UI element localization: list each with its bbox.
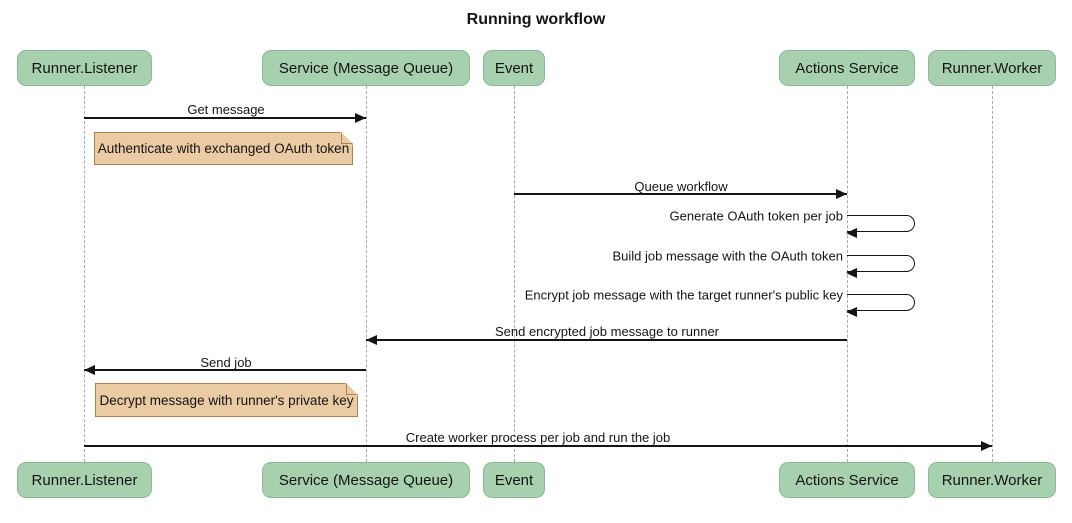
note-decrypt-private-key: Decrypt message with runner's private ke… — [95, 382, 359, 417]
actor-event-bottom: Event — [483, 462, 545, 498]
arrow-send-job — [84, 369, 366, 371]
arrow-send-encrypted-job-message — [366, 339, 847, 341]
lifeline-event — [514, 86, 515, 462]
message-label-queue-workflow: Queue workflow — [634, 179, 728, 194]
message-label-send-encrypted-job-message: Send encrypted job message to runner — [494, 324, 720, 339]
actor-runner-listener-bottom: Runner.Listener — [17, 462, 152, 498]
message-label-send-job: Send job — [200, 355, 252, 370]
actor-service-message-queue-top: Service (Message Queue) — [262, 50, 470, 86]
arrow-create-worker-process — [84, 445, 992, 447]
actor-runner-worker-top: Runner.Worker — [928, 50, 1056, 86]
actor-actions-service-bottom: Actions Service — [779, 462, 915, 498]
diagram-title: Running workflow — [466, 11, 606, 28]
lifeline-runner-worker — [992, 86, 993, 462]
actor-actions-service-top: Actions Service — [779, 50, 915, 86]
arrow-queue-workflow — [514, 193, 847, 195]
actor-service-message-queue-bottom: Service (Message Queue) — [262, 462, 470, 498]
actor-runner-worker-bottom: Runner.Worker — [928, 462, 1056, 498]
message-label-build-job-message: Build job message with the OAuth token — [612, 248, 843, 264]
self-arrow-build-job-message — [846, 255, 915, 278]
lifeline-service-message-queue — [366, 86, 367, 462]
message-label-get-message: Get message — [187, 102, 265, 117]
message-label-create-worker-process: Create worker process per job and run th… — [405, 430, 671, 445]
message-label-encrypt-job-message: Encrypt job message with the target runn… — [524, 287, 843, 303]
note-authenticate-oauth-token: Authenticate with exchanged OAuth token — [94, 131, 354, 165]
actor-event-top: Event — [483, 50, 545, 86]
message-label-generate-oauth-token: Generate OAuth token per job — [669, 208, 843, 224]
self-arrow-generate-oauth-token — [846, 215, 915, 238]
lifeline-runner-listener — [84, 86, 85, 462]
self-arrow-encrypt-job-message — [846, 294, 915, 317]
arrow-get-message — [84, 117, 366, 119]
actor-runner-listener-top: Runner.Listener — [17, 50, 152, 86]
